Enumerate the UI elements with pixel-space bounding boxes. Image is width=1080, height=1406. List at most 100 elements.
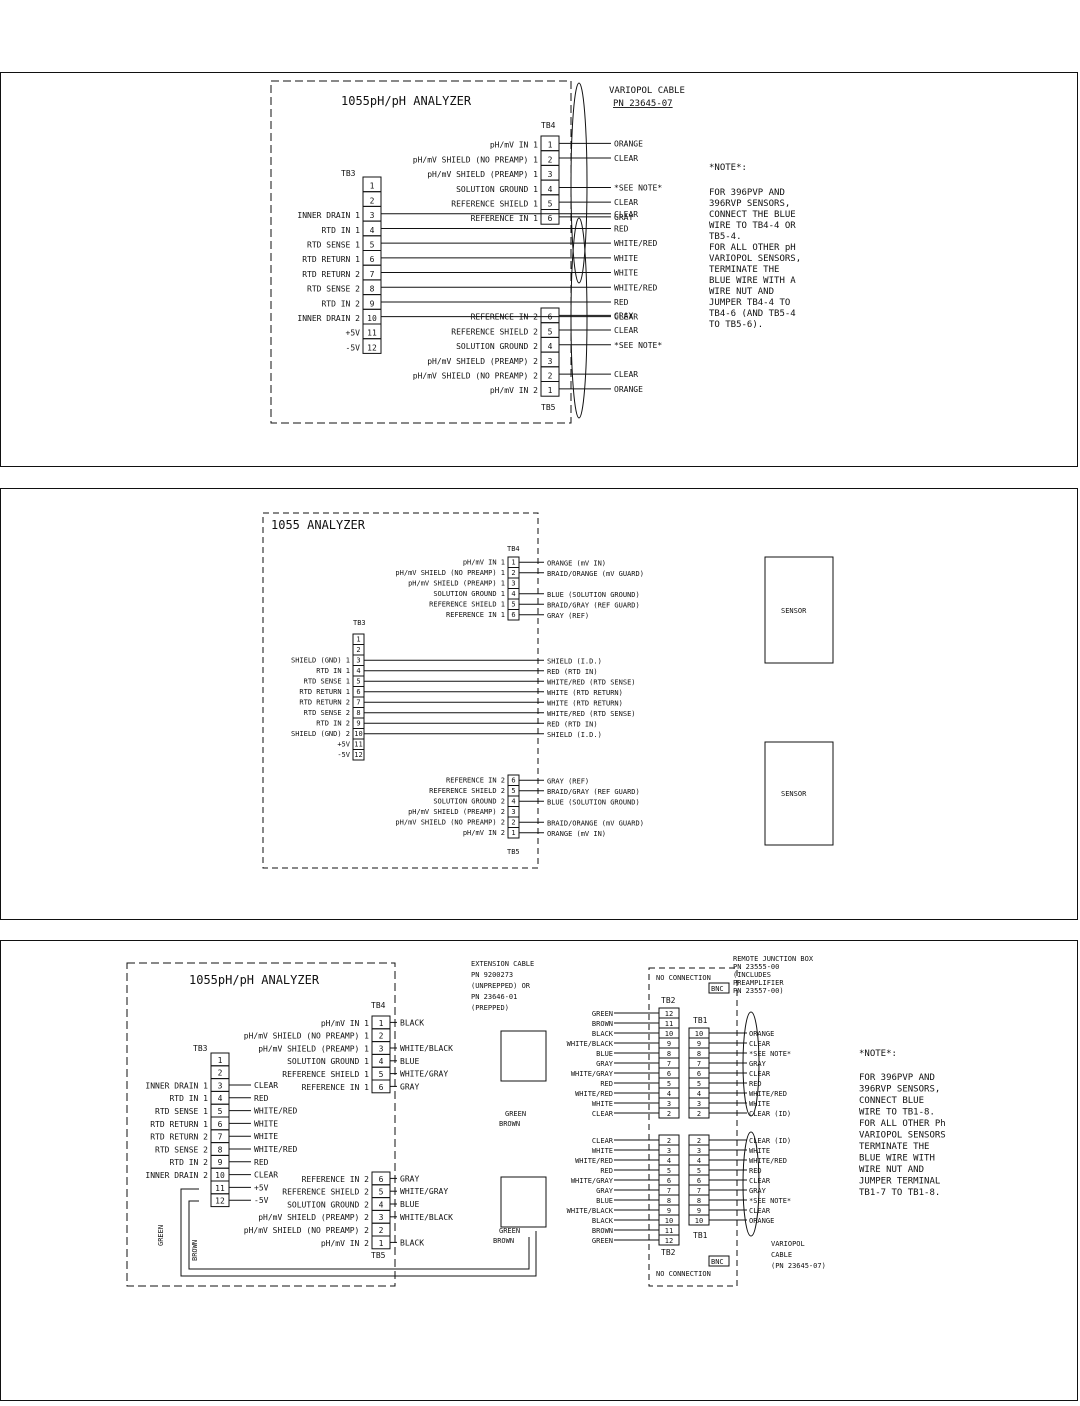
terminal-label: +5V (337, 741, 350, 749)
terminal-label: RTD SENSE 2 (304, 709, 350, 717)
terminal-number: 8 (370, 285, 375, 294)
wire-color-label: WHITE (254, 1132, 278, 1141)
text-line: WIRE NUT AND (859, 1165, 924, 1175)
terminal-number: 1 (511, 559, 515, 567)
wire-color-label: BLACK (400, 1018, 424, 1027)
wire-color-label: WHITE/GRAY (400, 1070, 448, 1079)
analyzer-boundary (126, 962, 396, 1287)
terminal-label: RTD SENSE 1 (155, 1107, 208, 1116)
wire-color-label: BLACK (400, 1238, 424, 1247)
wire-color-label: BLACK (592, 1030, 614, 1038)
wiring-diagram-1: 1055pH/pH ANALYZER VARIOPOL CABLE PN 236… (270, 80, 801, 424)
wire-color-label: BRAID/GRAY (REF GUARD) (547, 601, 640, 609)
cable-part-number: PN 23645-07 (613, 99, 673, 109)
terminal-number: 12 (665, 1237, 673, 1245)
terminal-number: 7 (697, 1060, 701, 1068)
terminal-number: 1 (379, 1019, 384, 1028)
wire-color-label: SHIELD (I.D.) (547, 731, 602, 739)
tb2-top-label: TB2 (661, 996, 676, 1005)
terminal-label: SHIELD (GND) 1 (291, 657, 350, 665)
terminal-number: 4 (511, 590, 515, 598)
wire-color-label: CLEAR (749, 1040, 771, 1048)
tb1-top-label: TB1 (693, 1016, 708, 1025)
terminal-label: SOLUTION GROUND 2 (456, 342, 538, 351)
wire-color-label: BRAID/ORANGE (mV GUARD) (547, 819, 644, 827)
terminal-number: 4 (356, 667, 360, 675)
wire-color-label: *SEE NOTE* (614, 341, 662, 350)
terminal-number: 11 (215, 1184, 225, 1193)
terminal-label: REFERENCE IN 2 (471, 313, 539, 322)
terminal-label: pH/mV IN 1 (321, 1019, 369, 1028)
terminal-label: pH/mV SHIELD (PREAMP) 1 (258, 1044, 369, 1053)
terminal-label: INNER DRAIN 1 (297, 211, 360, 220)
text-line: WIRE TO TB1-8. (859, 1108, 935, 1118)
terminal-number: 5 (697, 1167, 701, 1175)
wire-color-label: RED (749, 1167, 762, 1175)
tb3-label: TB3 (193, 1044, 208, 1053)
terminal-number: 6 (379, 1083, 384, 1092)
text-line: CABLE (771, 1251, 792, 1259)
wire-color-label: *SEE NOTE* (749, 1197, 791, 1205)
terminal-number: 12 (665, 1010, 673, 1018)
green-label-2: GREEN (499, 1227, 520, 1235)
text-line: TO TB5-6). (709, 320, 763, 330)
sensor-2-label: SENSOR (781, 790, 807, 798)
analyzer-boundary (270, 80, 572, 424)
terminal-number: 8 (697, 1050, 701, 1058)
terminal-number: 3 (511, 580, 515, 588)
wire-color-label: BRAID/ORANGE (mV GUARD) (547, 570, 644, 578)
cable-bundle-2 (570, 217, 588, 419)
terminal-number: 5 (667, 1080, 671, 1088)
terminal-number: 8 (667, 1197, 671, 1205)
terminal-label: pH/mV SHIELD (NO PREAMP) 2 (413, 372, 538, 381)
wire-color-label: GRAY (400, 1174, 419, 1183)
tb5-label: TB5 (541, 403, 556, 412)
terminal-label: SOLUTION GROUND 1 (433, 590, 505, 598)
text-line: JUMPER TERMINAL (859, 1177, 940, 1187)
tb2-lower-block: 2CLEAR3WHITE4WHITE/RED5RED6WHITE/GRAY7GR… (567, 1134, 680, 1246)
terminal-label: REFERENCE IN 1 (446, 611, 505, 619)
wire-color-label: ORANGE (mV IN) (547, 559, 606, 567)
wire-color-label: GREEN (592, 1237, 613, 1245)
tb5-label: TB5 (507, 848, 520, 856)
terminal-label: REFERENCE SHIELD 2 (451, 327, 538, 336)
terminal-number: 7 (218, 1133, 223, 1142)
sensor-1-label: SENSOR (781, 607, 807, 615)
wire-color-label: CLEAR (749, 1070, 771, 1078)
terminal-number: 11 (354, 741, 362, 749)
wire-color-label: WHITE (614, 254, 638, 263)
wire-color-label: GRAY (749, 1060, 767, 1068)
wire-color-label: +5V (254, 1183, 269, 1192)
terminal-label: INNER DRAIN 2 (297, 314, 360, 323)
terminal-label: pH/mV IN 2 (463, 829, 505, 837)
terminal-label: REFERENCE IN 2 (446, 777, 505, 785)
terminal-number: 2 (218, 1069, 223, 1078)
wire-color-label: CLEAR (592, 1110, 614, 1118)
text-line: CONNECT BLUE (859, 1096, 924, 1106)
terminal-number: 4 (370, 226, 375, 235)
terminal-number: 7 (667, 1187, 671, 1195)
tb5-label: TB5 (371, 1251, 386, 1260)
terminal-number: 6 (356, 688, 360, 696)
tb2-bottom-label: TB2 (661, 1248, 676, 1257)
wire-color-label: WHITE (RTD RETURN) (547, 689, 623, 697)
terminal-number: 4 (697, 1090, 701, 1098)
terminal-label: pH/mV IN 1 (463, 559, 505, 567)
analyzer-boundary (262, 512, 539, 869)
wire-color-label: WHITE (749, 1100, 770, 1108)
analyzer-title: 1055pH/pH ANALYZER (341, 94, 472, 108)
wire-color-label: WHITE/BLACK (567, 1207, 614, 1215)
wire-color-label: CLEAR (749, 1177, 771, 1185)
terminal-label: RTD RETURN 2 (302, 270, 360, 279)
terminal-label: RTD IN 1 (169, 1094, 208, 1103)
terminal-label: +5V (346, 329, 361, 338)
terminal-number: 2 (370, 196, 375, 205)
terminal-number: 5 (697, 1080, 701, 1088)
terminal-number: 5 (379, 1188, 384, 1197)
wire-color-label: RED (600, 1080, 613, 1088)
